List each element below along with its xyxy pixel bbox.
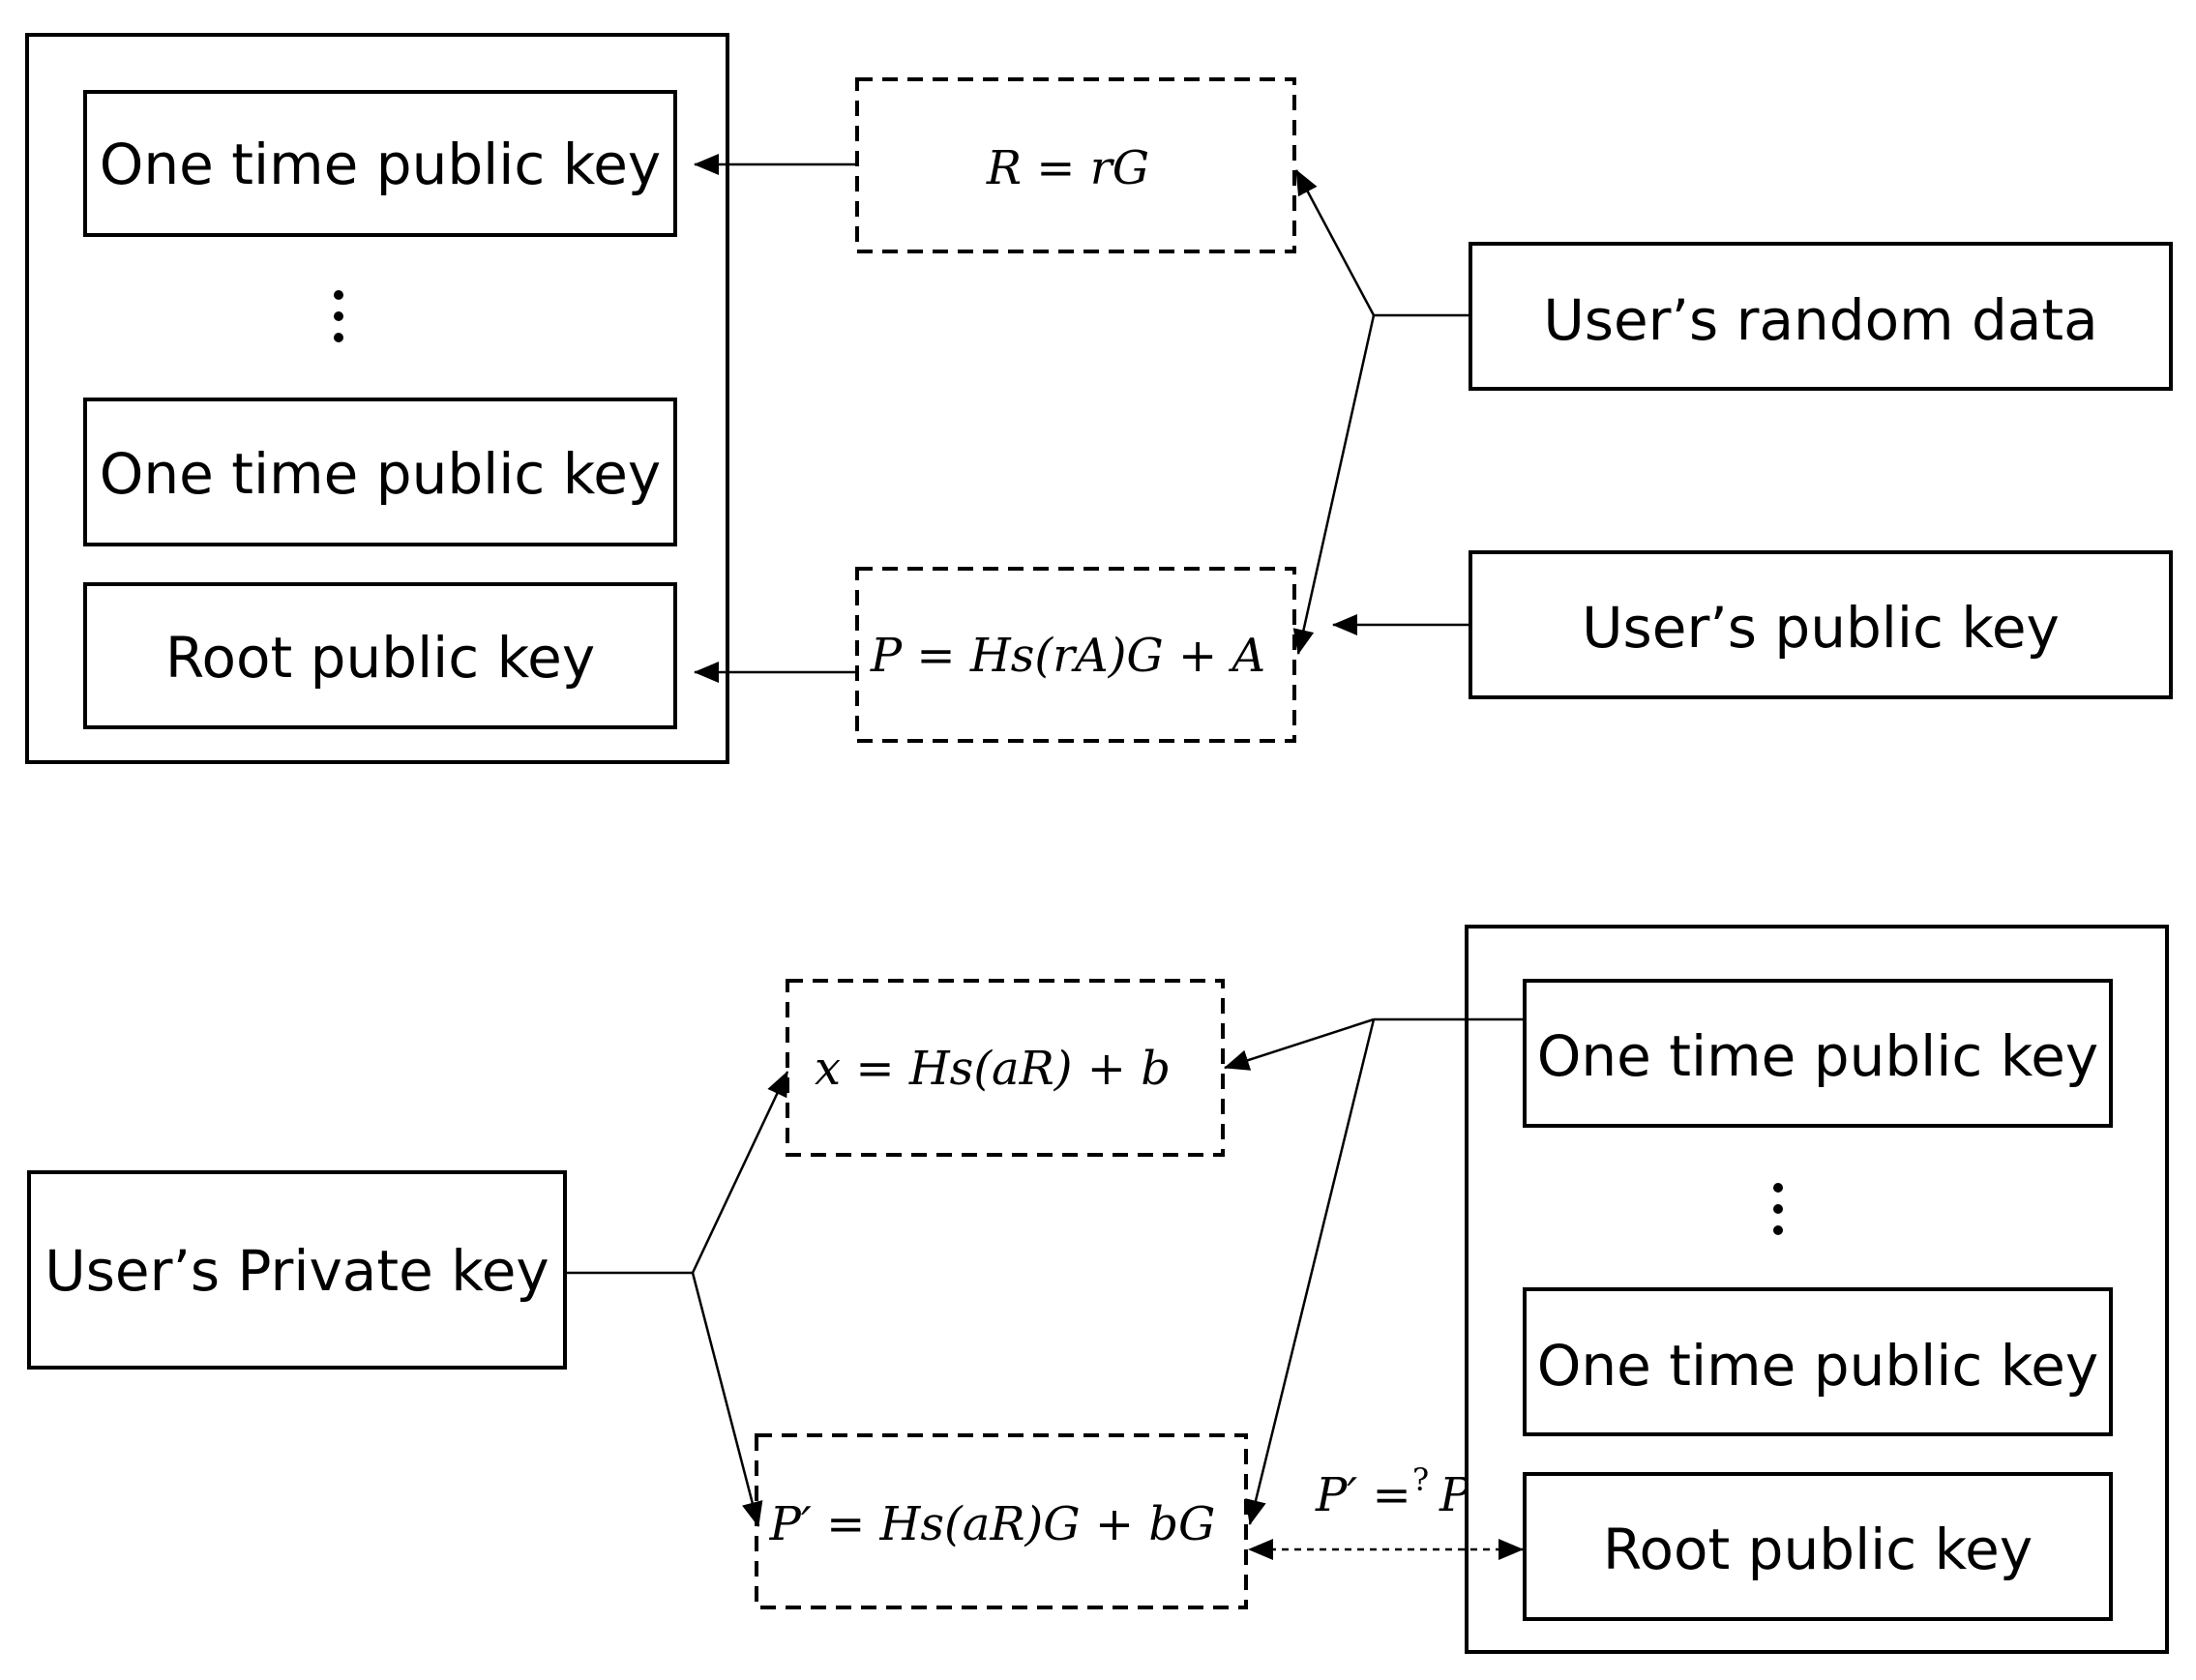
bottom-ellipsis (1773, 1183, 1783, 1235)
bottom-root-label: Root public key (1603, 1517, 2033, 1582)
arrow-random-to-R (1294, 169, 1376, 316)
arrow-otk-to-x (1224, 1017, 1375, 1071)
arrow-otk-to-Pprime (1245, 1018, 1376, 1525)
eq-x-text: x = Hs(aR) + b (815, 1042, 1171, 1096)
top-otk-box-1: One time public key (83, 90, 677, 237)
eq-P-text: P = Hs(rA)G + A (870, 629, 1265, 683)
private-key-label: User’s Private key (45, 1238, 549, 1304)
eq-P-box: P = Hs(rA)G + A (855, 567, 1296, 743)
bottom-otk-label-1: One time public key (1537, 1023, 2098, 1089)
arrow-private-to-Pprime (691, 1272, 763, 1527)
eq-Pprime-text: P′ = Hs(aR)G + bG (769, 1497, 1216, 1551)
compare-question: ? (1412, 1461, 1429, 1498)
top-ellipsis (334, 290, 343, 342)
eq-Pprime-box: P′ = Hs(aR)G + bG (755, 1433, 1248, 1609)
random-data-box: User’s random data (1469, 242, 2173, 391)
eq-R-box: R = rG (855, 77, 1296, 253)
top-otk-box-2: One time public key (83, 398, 677, 546)
user-public-key-label: User’s public key (1582, 595, 2060, 661)
bottom-otk-box-2: One time public key (1523, 1287, 2113, 1436)
private-key-box: User’s Private key (27, 1170, 567, 1370)
bottom-diagram: User’s Private key x = Hs(aR) + b P′ = H… (27, 925, 2169, 1654)
arrow-random-to-P (1292, 314, 1376, 655)
top-otk-label-2: One time public key (100, 441, 661, 507)
random-data-label: User’s random data (1543, 287, 2097, 353)
bottom-otk-box-1: One time public key (1523, 979, 2113, 1128)
user-public-key-box: User’s public key (1469, 550, 2173, 699)
bottom-root-box: Root public key (1523, 1472, 2113, 1621)
bottom-otk-label-2: One time public key (1537, 1333, 2098, 1399)
comparison-label: P′ = ? P (1315, 1461, 1471, 1522)
eq-R-text: R = rG (986, 141, 1149, 195)
arrow-private-to-x (691, 1071, 789, 1274)
compare-arrow-head-left (1248, 1539, 1273, 1560)
top-root-label: Root public key (165, 625, 595, 691)
top-diagram: One time public key One time public key … (25, 33, 2173, 764)
top-root-box: Root public key (83, 582, 677, 729)
compare-lhs: P′ = (1315, 1468, 1411, 1522)
eq-x-box: x = Hs(aR) + b (786, 979, 1225, 1157)
top-otk-label-1: One time public key (100, 132, 661, 197)
